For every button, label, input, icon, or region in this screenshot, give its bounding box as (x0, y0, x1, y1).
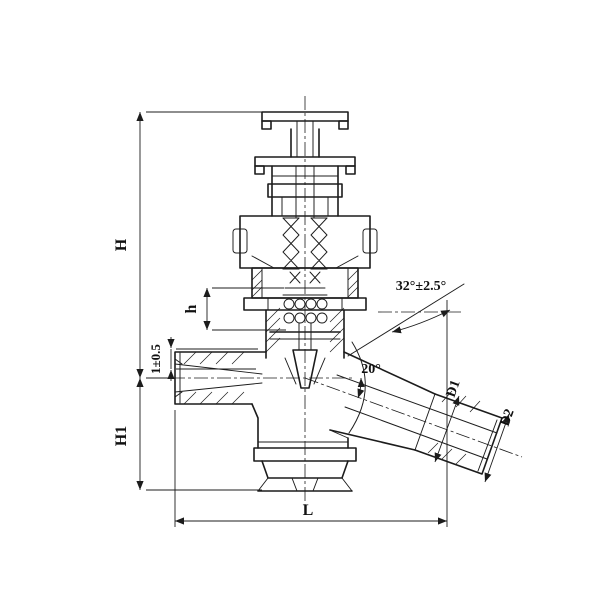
body-top-flange (243, 297, 367, 311)
label-outlet-angle: 32°±2.5° (396, 279, 446, 294)
dimension-D2: D2 (484, 407, 518, 483)
label-H: H (113, 238, 130, 251)
valve-top-cap (261, 111, 349, 158)
dimension-outlet-angle: 32°±2.5° (347, 279, 465, 357)
label-flow-angle: 20° (361, 362, 381, 377)
label-H1: H1 (113, 426, 130, 446)
label-h: h (183, 304, 200, 313)
valve-body (265, 309, 345, 385)
dimension-H1: H1 (113, 378, 262, 491)
packing-coils (283, 298, 328, 324)
bonnet (254, 156, 356, 219)
label-D1: D1 (444, 378, 464, 399)
dimension-flow-angle: 20° (357, 362, 381, 399)
dimension-D1: D1 (434, 378, 464, 463)
section-hatching (183, 269, 481, 465)
base-flange (253, 447, 357, 492)
valve-plug (292, 349, 318, 389)
label-L: L (303, 502, 314, 519)
label-seat-offset: 1±0.5 (148, 344, 163, 374)
lower-body (251, 403, 349, 449)
dimension-H: H (113, 111, 268, 379)
yoke (232, 215, 378, 269)
spring-section (282, 217, 328, 270)
label-D2: D2 (498, 407, 518, 428)
dimension-h: h (183, 287, 286, 331)
dimension-seat-offset: 1±0.5 (148, 337, 258, 381)
